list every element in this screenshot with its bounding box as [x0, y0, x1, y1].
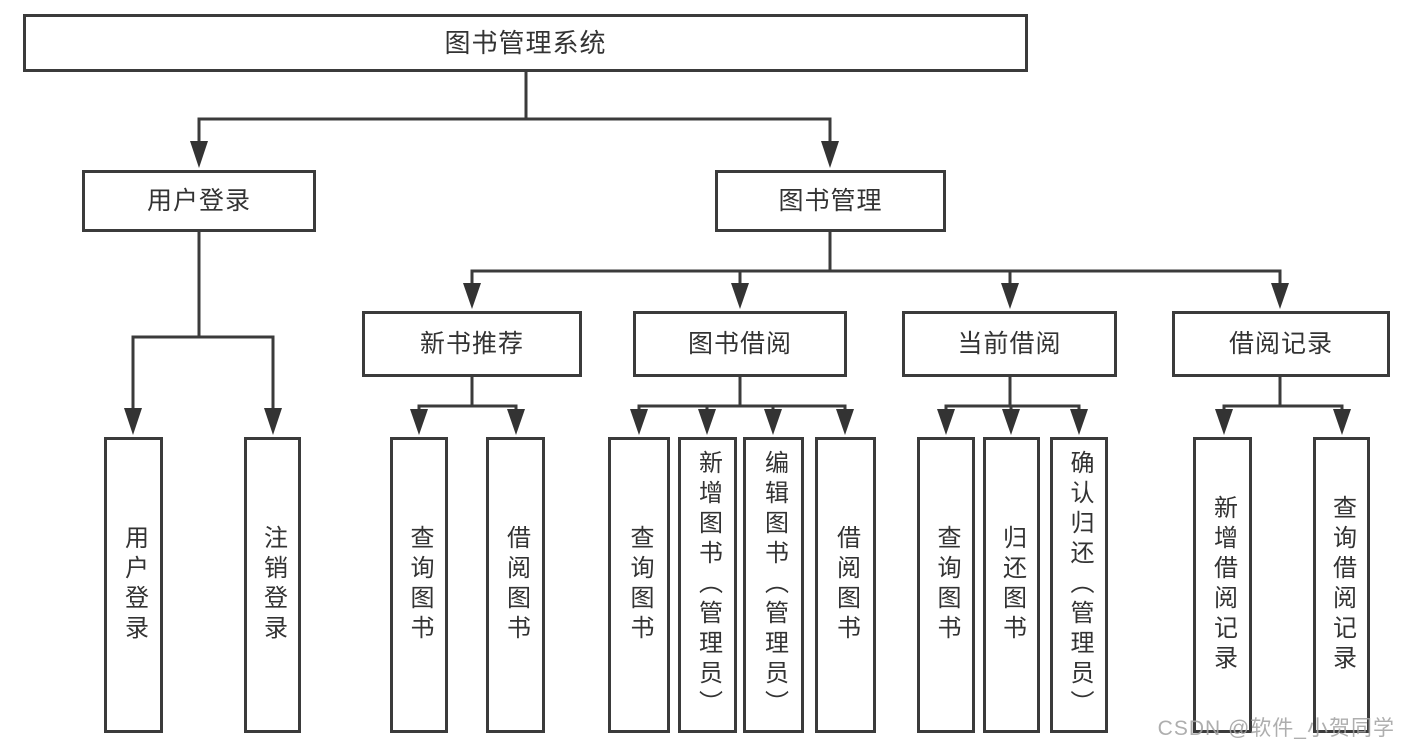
- leaf-query-borrow-record: 查询借阅记录: [1313, 437, 1370, 733]
- leaf-add-books-admin: 新增图书（管理员）: [678, 437, 737, 733]
- node-label: 查询图书: [406, 525, 433, 645]
- leaf-user-login: 用户登录: [104, 437, 163, 733]
- node-label: 确认归还（管理员）: [1066, 450, 1093, 720]
- leaf-edit-books-admin: 编辑图书（管理员）: [743, 437, 804, 733]
- node-new-book-recommend: 新书推荐: [362, 311, 582, 377]
- node-label: 用户登录: [120, 525, 148, 645]
- leaf-confirm-return-admin: 确认归还（管理员）: [1050, 437, 1108, 733]
- node-label: 新书推荐: [419, 329, 524, 358]
- leaf-add-borrow-record: 新增借阅记录: [1193, 437, 1252, 733]
- node-label: 图书借阅: [687, 329, 792, 358]
- node-label: 编辑图书（管理员）: [760, 450, 788, 720]
- node-label: 查询借阅记录: [1328, 495, 1356, 675]
- node-label: 查询图书: [626, 525, 653, 645]
- node-book-management: 图书管理: [715, 170, 946, 232]
- arrowheads: [124, 141, 1351, 435]
- node-book-borrowing: 图书借阅: [633, 311, 847, 377]
- node-label: 图书管理: [778, 186, 883, 215]
- leaf-query-books-recommend: 查询图书: [390, 437, 448, 733]
- node-label: 当前借阅: [957, 329, 1062, 358]
- node-borrow-records: 借阅记录: [1172, 311, 1390, 377]
- node-label: 借阅图书: [832, 525, 860, 645]
- node-label: 新增图书（管理员）: [694, 450, 722, 720]
- node-label: 图书管理系统: [444, 28, 607, 58]
- node-label: 查询图书: [933, 525, 960, 645]
- node-label: 注销登录: [259, 525, 287, 645]
- node-library-management-system: 图书管理系统: [23, 14, 1028, 72]
- node-current-borrowing: 当前借阅: [902, 311, 1117, 377]
- csdn-watermark: CSDN @软件_小贺同学: [1157, 717, 1395, 740]
- leaf-borrow-books: 借阅图书: [815, 437, 876, 733]
- leaf-logout: 注销登录: [244, 437, 301, 733]
- leaf-query-books-current: 查询图书: [917, 437, 975, 733]
- leaf-return-books: 归还图书: [983, 437, 1040, 733]
- node-label: 用户登录: [146, 186, 251, 215]
- node-label: 归还图书: [998, 525, 1026, 645]
- node-user-login: 用户登录: [82, 170, 316, 232]
- leaf-borrow-books-recommend: 借阅图书: [486, 437, 545, 733]
- node-label: 借阅图书: [502, 525, 530, 645]
- leaf-query-books: 查询图书: [608, 437, 670, 733]
- node-label: 借阅记录: [1228, 329, 1333, 358]
- node-label: 新增借阅记录: [1209, 495, 1237, 675]
